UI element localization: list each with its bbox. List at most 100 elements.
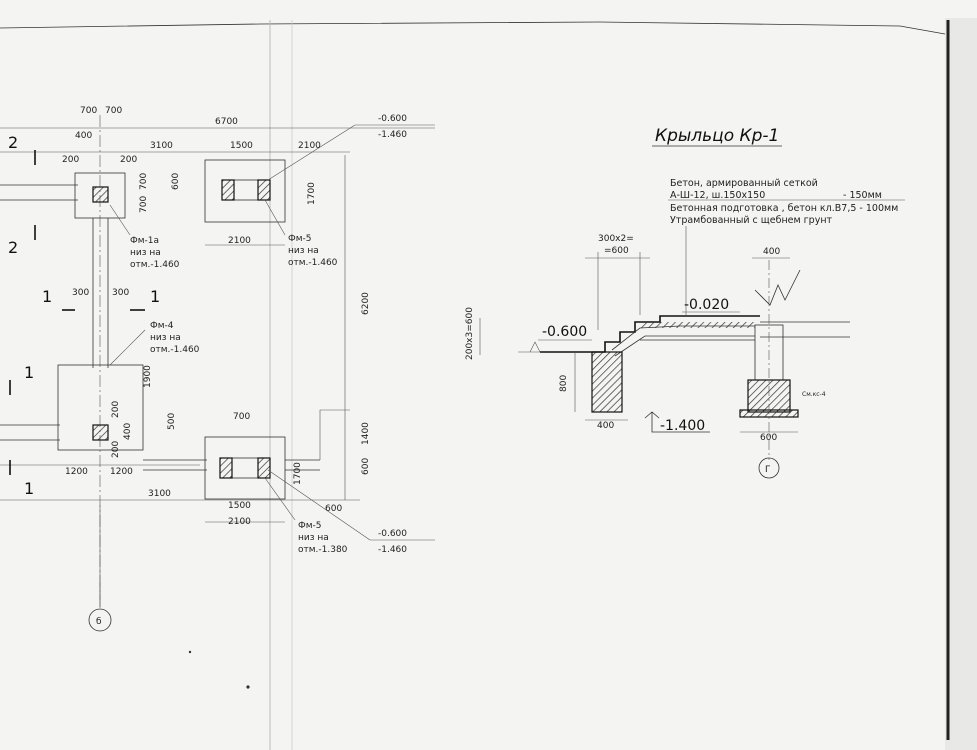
leader-fm5-top bbox=[264, 199, 286, 236]
elev-bottom-b: -1.460 bbox=[378, 545, 407, 555]
dim-2100-top: 2100 bbox=[228, 236, 251, 246]
axis-bubble-b bbox=[88, 608, 112, 632]
dim-top-200a: 200 bbox=[62, 155, 79, 165]
label-fm5-bottom-line2: низ на bbox=[298, 533, 329, 543]
elev-top-b: -1.460 bbox=[378, 130, 407, 140]
dim-800: 800 bbox=[559, 375, 569, 392]
dim-top-1: 700 bbox=[80, 106, 97, 116]
dim-top-1500: 1500 bbox=[230, 141, 253, 151]
label-fm1a-line3: отм.-1.460 bbox=[130, 260, 180, 270]
section-label-1a: 1 bbox=[42, 287, 52, 306]
leader-top bbox=[267, 124, 356, 181]
footing-fm1a bbox=[74, 172, 126, 219]
note-line-4: Утрамбованный с щебнем грунт bbox=[670, 215, 833, 226]
axis-bubble-g bbox=[758, 457, 780, 479]
dim-300b: 300 bbox=[112, 288, 129, 298]
porch-section: Крыльцо Кр-1 Бетон, армированный сеткой … bbox=[465, 126, 905, 479]
dim-1500-bottom: 1500 bbox=[228, 501, 251, 511]
dim-top-200b: 200 bbox=[120, 155, 137, 165]
elev-bottom-a: -0.600 bbox=[378, 529, 407, 539]
dim-v-200a: 200 bbox=[111, 401, 121, 418]
break-line bbox=[754, 269, 801, 306]
footing-fm4 bbox=[57, 364, 144, 451]
dim-v-700a: 700 bbox=[139, 173, 149, 190]
column-fm1a bbox=[92, 186, 109, 203]
scan-margin bbox=[945, 18, 977, 750]
label-fm4-name: Фм-4 bbox=[150, 321, 174, 331]
leader-fm5-bottom bbox=[264, 477, 296, 521]
pedestal-hatch-bl bbox=[219, 457, 233, 479]
section-title: Крыльцо Кр-1 bbox=[655, 126, 779, 146]
label-fm5-top-line2: низ на bbox=[288, 246, 319, 256]
dim-v-600: 600 bbox=[171, 173, 181, 190]
footing-fm5-top bbox=[204, 159, 286, 223]
label-fm1a-line2: низ на bbox=[130, 248, 161, 258]
dim-v-400: 400 bbox=[123, 423, 133, 440]
stair-outline bbox=[540, 315, 760, 353]
dim-top-2: 700 bbox=[105, 106, 122, 116]
foundation-left bbox=[591, 351, 623, 413]
label-fm5-bottom-name: Фм-5 bbox=[298, 521, 322, 531]
dim-top-2100: 2100 bbox=[298, 141, 321, 151]
dim-v-1700a: 1700 bbox=[307, 182, 317, 205]
elev-minus-0600: -0.600 bbox=[542, 324, 587, 340]
slab-hatch bbox=[640, 322, 755, 328]
dim-v-6200: 6200 bbox=[361, 292, 371, 315]
sheet-top-edge bbox=[0, 21, 946, 35]
section-label-1b: 1 bbox=[150, 287, 160, 306]
section-label-2b: 2 bbox=[8, 238, 18, 257]
dim-v-600b: 600 bbox=[361, 458, 371, 475]
leader-fm4 bbox=[109, 329, 146, 366]
dim-3100-bottom: 3100 bbox=[148, 489, 171, 499]
dim-1200a: 1200 bbox=[65, 467, 88, 477]
pedestal-hatch-br bbox=[257, 457, 271, 479]
note-line-1: Бетон, армированный сеткой bbox=[670, 178, 818, 189]
note-line-3: Бетонная подготовка , бетон кл.В7,5 - 10… bbox=[670, 203, 898, 214]
ground-mark bbox=[529, 341, 541, 353]
dim-400-bottom: 400 bbox=[597, 421, 614, 431]
pedestal-hatch-r bbox=[257, 179, 271, 201]
dim-600-section: 600 bbox=[760, 433, 777, 443]
scan-speck bbox=[246, 685, 250, 689]
dim-v-1700b: 1700 bbox=[293, 462, 303, 485]
dim-700-bottom: 700 bbox=[233, 412, 250, 422]
leader-bottom bbox=[267, 469, 371, 541]
dim-top-3100: 3100 bbox=[150, 141, 173, 151]
steps-dim-a: 300х2= bbox=[598, 234, 634, 244]
dim-600-bottom: 600 bbox=[325, 504, 342, 514]
note-line-2: А-Ш-12, ш.150х150 bbox=[670, 190, 765, 201]
dim-top-6700: 6700 bbox=[215, 117, 238, 127]
steps-dim-b: =600 bbox=[604, 246, 629, 256]
dim-v-1900: 1900 bbox=[143, 365, 153, 388]
label-fm5-top-name: Фм-5 bbox=[288, 234, 312, 244]
dim-300a: 300 bbox=[72, 288, 89, 298]
note-line-2b: - 150мм bbox=[843, 190, 882, 201]
column-fm4 bbox=[92, 424, 109, 441]
foundation-plan: 700 700 6700 400 200 3100 200 1500 2100 … bbox=[0, 106, 435, 632]
dim-2100-bottom: 2100 bbox=[228, 517, 251, 527]
section-label-1c: 1 bbox=[24, 363, 34, 382]
elev-minus-1400: -1.400 bbox=[660, 418, 705, 434]
label-fm4-line2: низ на bbox=[150, 333, 181, 343]
stair-rebar-2 bbox=[614, 335, 755, 357]
stair-rebar-1 bbox=[611, 325, 755, 351]
axis-marker-g: Г bbox=[765, 465, 771, 475]
label-fm5-bottom-line3: отм.-1.380 bbox=[298, 545, 348, 555]
label-footing-ref: См.кс-4 bbox=[802, 391, 826, 398]
dim-400-top: 400 bbox=[763, 247, 780, 257]
dim-1200b: 1200 bbox=[110, 467, 133, 477]
axis-marker-b: б bbox=[96, 617, 102, 627]
beam-bend bbox=[319, 409, 350, 460]
dim-v-1400: 1400 bbox=[361, 422, 371, 445]
pedestal-hatch-l bbox=[221, 179, 235, 201]
leader-fm1a bbox=[109, 204, 131, 236]
dim-v-200b: 200 bbox=[111, 441, 121, 458]
dim-top-400: 400 bbox=[75, 131, 92, 141]
dim-v-700b: 700 bbox=[139, 196, 149, 213]
label-fm4-line3: отм.-1.460 bbox=[150, 345, 200, 355]
label-fm5-top-line3: отм.-1.460 bbox=[288, 258, 338, 268]
elev-1400-mark bbox=[644, 411, 710, 433]
vert-dim-steps: 200х3=600 bbox=[465, 307, 475, 360]
